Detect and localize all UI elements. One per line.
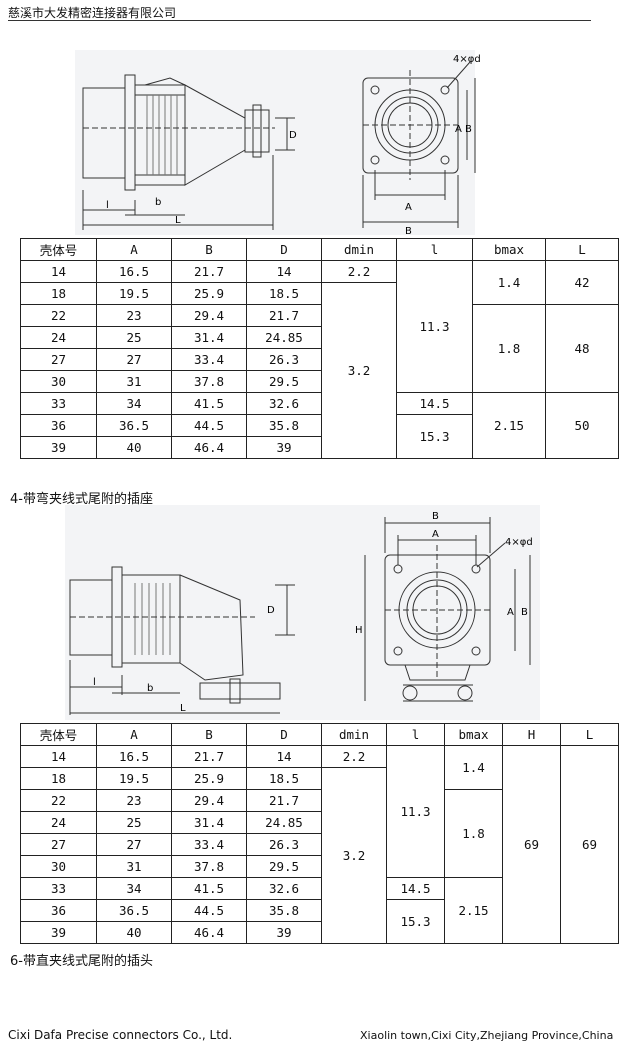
dim-B-vert-label: B — [465, 124, 472, 135]
dim-B-vert-label-2: B — [521, 607, 528, 618]
footer-address: Xiaolin town,Cixi City,Zhejiang Province… — [360, 1029, 614, 1042]
dim-B-label: B — [405, 226, 412, 237]
dim-L-label: L — [175, 215, 181, 226]
hole-label: 4×φd — [453, 54, 481, 65]
dim-A-vert-label-2: A — [507, 607, 514, 618]
table-header-row: 壳体号 A B D dmin l bmax L — [20, 238, 619, 261]
dim-l-label: l — [106, 200, 109, 211]
connector-drawing-1: 4×φd l b L D A B A B — [75, 50, 481, 237]
dim-A-vert-label: A — [455, 124, 462, 135]
header-rule — [8, 20, 591, 21]
dim-b-label-2: b — [147, 683, 153, 694]
dim-A-label: A — [405, 202, 412, 213]
section-4-title: 4-带弯夹线式尾附的插座 — [10, 492, 153, 507]
table-header-row: 壳体号 A B D dmin l bmax H L — [20, 723, 619, 746]
dim-B-label-2: B — [432, 511, 439, 522]
connector-drawing-2: 4×φd l b L D H A B A B — [65, 505, 540, 720]
dim-l-label-2: l — [93, 677, 96, 688]
section-6-title: 6-带直夹线式尾附的插头 — [10, 954, 153, 969]
footer-company: Cixi Dafa Precise connectors Co., Ltd. — [8, 1028, 233, 1042]
dim-L-label-2: L — [180, 703, 186, 714]
hole-label-2: 4×φd — [505, 537, 533, 548]
dim-D-label: D — [289, 130, 297, 141]
dim-D-label-2: D — [267, 605, 275, 616]
dim-A-label-2: A — [432, 529, 439, 540]
company-name: 慈溪市大发精密连接器有限公司 — [8, 6, 177, 20]
dim-H-label-2: H — [355, 625, 363, 636]
dim-b-label: b — [155, 197, 161, 208]
